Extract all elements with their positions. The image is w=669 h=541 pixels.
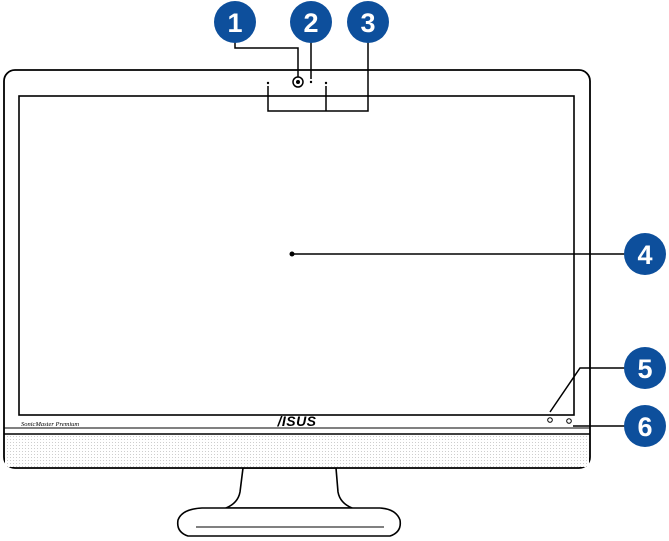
speaker-grille: [5, 435, 589, 467]
power-indicator: [567, 419, 572, 424]
callout-number: 5: [637, 354, 652, 384]
asus-logo: /ISUS: [276, 413, 316, 429]
display-dot: [290, 252, 295, 257]
webcam: [293, 77, 303, 87]
stand: [178, 468, 401, 536]
callout-6: 6: [624, 405, 666, 447]
callout-2: 2: [290, 1, 332, 43]
callout-number: 6: [637, 412, 652, 442]
callout-number: 1: [227, 8, 242, 38]
callout-number: 3: [360, 8, 375, 38]
callout-5: 5: [624, 347, 666, 389]
microphone-right: [325, 82, 327, 84]
ambient-light-sensor: [548, 418, 553, 423]
callout-number: 4: [637, 240, 652, 270]
callout-4: 4: [624, 233, 666, 275]
display-panel: [19, 96, 574, 415]
callout-number: 2: [303, 8, 318, 38]
sonicmaster-logo: SonicMaster Premium: [21, 421, 79, 428]
callout-1: 1: [214, 1, 256, 43]
callout-3: 3: [347, 1, 389, 43]
microphone-left: [267, 82, 269, 84]
webcam-led: [310, 81, 312, 83]
